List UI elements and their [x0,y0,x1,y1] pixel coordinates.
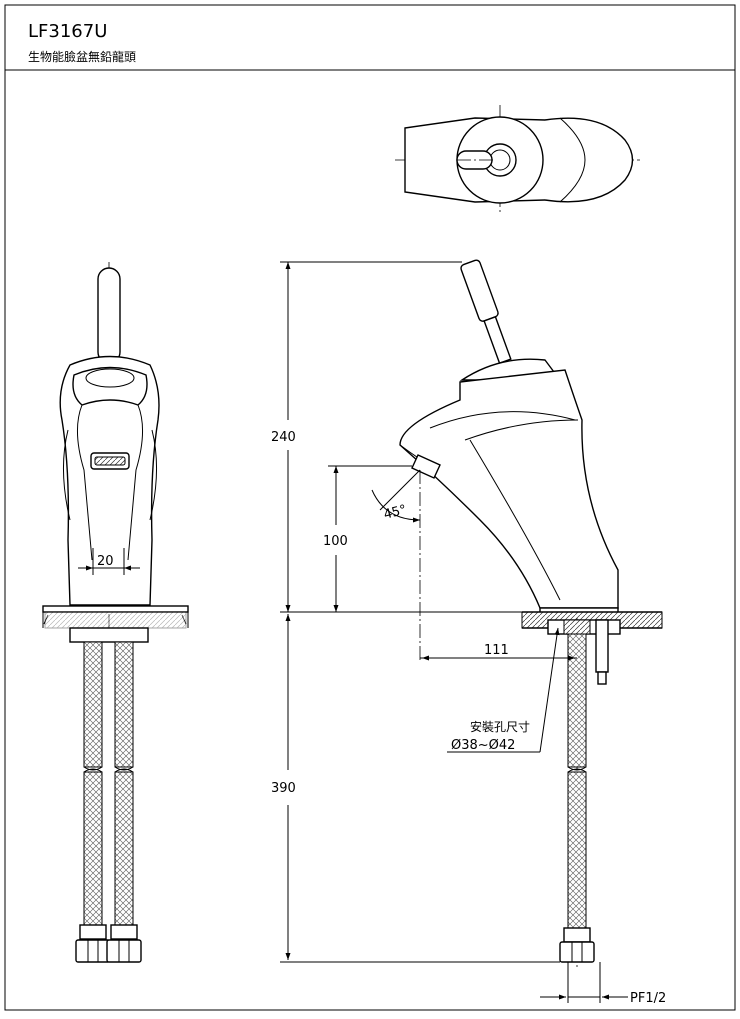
side-view: 240 100 45° 111 390 安裝孔尺寸 Ø38~Ø42 PF1/2 [271,259,666,1006]
mount-hole-label: 安裝孔尺寸 [470,719,530,734]
title-block: LF3167U 生物能臉盆無鉛龍頭 [4,4,736,1011]
dim-spout-height: 100 [323,534,348,549]
front-view: 20 [42,262,189,963]
model-number: LF3167U [28,21,107,42]
top-view [395,105,640,215]
dim-spout-angle: 45° [382,502,408,522]
product-description: 生物能臉盆無鉛龍頭 [28,49,136,64]
dim-total-height: 240 [271,430,296,445]
thread-size: PF1/2 [630,991,666,1006]
mount-hole-range: Ø38~Ø42 [451,738,515,753]
dim-hose-length: 390 [271,781,296,796]
dim-spout-reach: 111 [484,643,509,658]
dim-hose-spacing: 20 [97,554,114,569]
